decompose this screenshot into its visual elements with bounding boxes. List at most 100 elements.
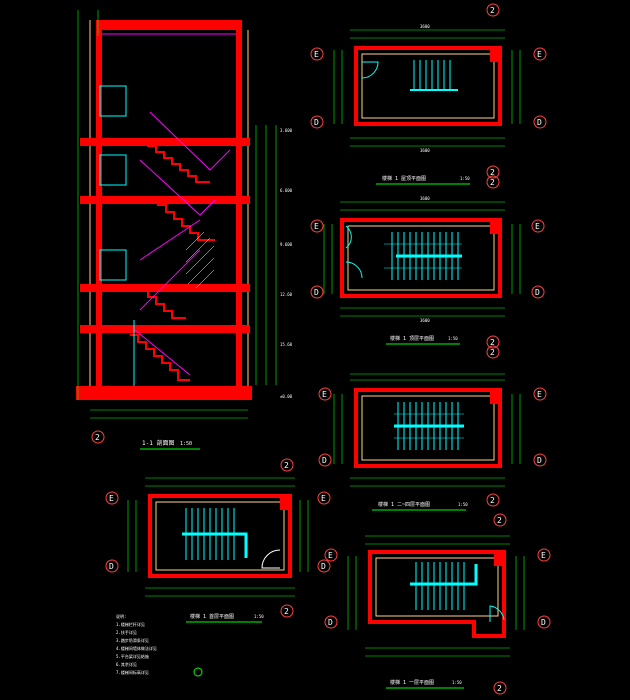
plan-roof-axis-e-right-label: E [537, 50, 542, 59]
section-slab-1 [80, 138, 250, 146]
plan-top-stair [384, 232, 462, 280]
plan-top-axis-e-right-label: E [535, 222, 540, 231]
plan-roof-axis-d-right [533, 115, 547, 129]
plan-ground-axis-e-left-label: E [109, 494, 114, 503]
section-left-wall [96, 20, 102, 400]
svg-text:3.600: 3.600 [280, 128, 293, 133]
plan-top-axis-2-top-label: 2 [490, 178, 495, 187]
section-cyan [99, 85, 135, 386]
plan-third-axis-e-right-label: E [537, 390, 542, 399]
plan-roof-axis-2-bot-label: 2 [490, 168, 495, 177]
plan-ground-title: 楼梯 1 首层平面图 [190, 613, 234, 620]
section-scale: 1:50 [180, 441, 192, 447]
plan-first-stair [410, 562, 478, 610]
plan-top-column [490, 220, 500, 234]
section-slab-2 [80, 196, 250, 204]
plan-top-axis-2-bot-label: 2 [490, 338, 495, 347]
plan-ground-axis-2-top [280, 458, 294, 472]
plan-ground-door [261, 549, 281, 569]
plan-third-axis-d-left [318, 453, 332, 467]
plan-ground-scale: 1:50 [254, 614, 264, 619]
plan-top-axis-e-left-label: E [314, 222, 319, 231]
plan-roof: 3600 3600 2 2 E D E D 楼梯 1 屋顶平面图 1:50 [310, 3, 547, 185]
plan-roof-axis-d-right-label: D [537, 118, 542, 127]
plan-ground-wall [148, 494, 292, 578]
section-axis-2 [91, 430, 105, 444]
plan-third-wall [354, 388, 502, 468]
notes-block: 说明: 1.楼梯栏杆详见 2.扶手详见 3.踏步防滑条详见 4.楼梯间墙体做法详… [116, 613, 157, 675]
plan-roof-wall [354, 46, 502, 126]
plan-third-axis-e-right [533, 387, 547, 401]
section-handrails [134, 111, 231, 376]
plan-first-axis-d-left [324, 615, 338, 629]
plan-third-axis-e-left-label: E [322, 390, 327, 399]
plan-first-axis-2-bot [493, 681, 507, 695]
note-line: 4.楼梯间墙体做法详见 [116, 645, 157, 651]
plan-roof-axis-e-left-label: E [314, 50, 319, 59]
plan-top-axis-e-right [531, 219, 545, 233]
plan-roof-axis-e-right [533, 47, 547, 61]
plan-ground-axis-2-bot [280, 604, 294, 618]
plan-top-axis-d-right [531, 285, 545, 299]
section-axis-2-label: 2 [95, 433, 100, 442]
plan-first-axis-d-right [537, 615, 551, 629]
plan-first-axis-e-right [537, 548, 551, 562]
plan-first-axis-2-bot-label: 2 [497, 684, 502, 693]
plan-top-axis-2-top [486, 175, 500, 189]
plan-ground: 2 2 E D E D 楼梯 1 首层平面图 1:50 [105, 458, 331, 623]
plan-first-axis-2-top [493, 513, 507, 527]
plan-third-axis-2-bot-label: 2 [490, 496, 495, 505]
plan-third-axis-d-left-label: D [322, 456, 327, 465]
section-elevations: 3.600 6.600 9.600 12.60 15.60 ±0.00 [280, 128, 293, 399]
section-slab-4 [80, 325, 250, 333]
section-hatch [185, 231, 215, 289]
section-dim-lines [77, 10, 277, 419]
svg-text:15.60: 15.60 [280, 342, 293, 347]
plan-ground-axis-2-top-label: 2 [284, 461, 289, 470]
plan-first-column [494, 552, 504, 566]
plan-third-axis-e-left [318, 387, 332, 401]
plan-first-axis-d-right-label: D [541, 618, 546, 627]
svg-text:±0.00: ±0.00 [280, 394, 293, 399]
plan-roof-axis-2-bot [486, 165, 500, 179]
plan-ground-axis-e-right-label: E [321, 494, 326, 503]
plan-third-dims [333, 373, 521, 487]
plan-top: 3600 3600 2 2 E D E D 楼梯 1 顶层平面图 1:50 [310, 175, 545, 349]
section-1-1: 3.600 6.600 9.600 12.60 15.60 ±0.00 2 1-… [76, 10, 293, 450]
plan-third-title: 楼梯 1 二~四层平面图 [378, 501, 430, 508]
plan-third-column [490, 390, 500, 404]
section-title: 1-1 剖面图 [142, 439, 174, 447]
plan-first-axis-e-right-label: E [541, 551, 546, 560]
plan-ground-axis-e-left [105, 491, 119, 505]
plan-roof-axis-d-left-label: D [314, 118, 319, 127]
plan-first-dims [347, 535, 525, 657]
note-line: 1.楼梯栏杆详见 [116, 621, 145, 627]
plan-top-title: 楼梯 1 顶层平面图 [390, 335, 434, 342]
north-marker [193, 667, 203, 677]
plan-first-wall [368, 550, 506, 638]
plan-roof-dims [333, 29, 521, 147]
plan-top-width: 3600 [420, 196, 430, 201]
plan-top-scale: 1:50 [448, 336, 458, 341]
plan-roof-scale: 1:50 [460, 176, 470, 181]
plan-third-axis-d-right-label: D [537, 456, 542, 465]
svg-text:6.600: 6.600 [280, 188, 293, 193]
plan-ground-axis-d-left [105, 559, 119, 573]
plan-top-axis-d-left-label: D [314, 288, 319, 297]
plan-ground-axis-e-right [317, 491, 331, 505]
plan-first-axis-e-left-label: E [328, 551, 333, 560]
section-right-wall [236, 20, 242, 400]
plan-top-door-1 [345, 225, 352, 249]
plan-roof-width-bottom: 3600 [420, 148, 430, 153]
svg-text:9.600: 9.600 [280, 242, 293, 247]
plan-third-axis-2-bot [486, 493, 500, 507]
plan-third-scale: 1:50 [458, 502, 468, 507]
plan-top-inner [347, 225, 495, 291]
plan-ground-axis-2-bot-label: 2 [284, 607, 289, 616]
plan-roof-axis-2-top [486, 3, 500, 17]
plan-first-axis-2-top-label: 2 [497, 516, 502, 525]
plan-first: 2 2 E D E D 楼梯 1 一层平面图 1:50 [324, 513, 551, 695]
note-line: 7.楼梯间标高详见 [116, 669, 149, 675]
plan-roof-width: 3600 [420, 24, 430, 29]
plan-first-axis-d-left-label: D [328, 618, 333, 627]
